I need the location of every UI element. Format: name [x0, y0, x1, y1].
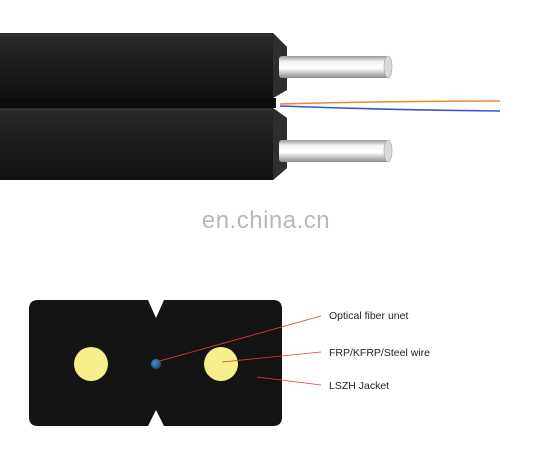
watermark-text: en.china.cn: [202, 207, 330, 234]
leader-strength: [221, 351, 322, 363]
leader-jacket: [256, 376, 322, 386]
upper-jacket: [0, 33, 287, 98]
leader-fiber: [155, 315, 322, 363]
leader-lines: [155, 315, 322, 386]
strength-member-left: [74, 347, 108, 381]
cable-cross-section: [29, 300, 282, 426]
cable-neck: [0, 98, 276, 108]
lower-jacket: [0, 108, 287, 180]
label-jacket: LSZH Jacket: [329, 380, 389, 392]
lower-strength-rod: [279, 140, 389, 162]
strength-member-right: [204, 347, 238, 381]
cable-side-view: [0, 33, 501, 180]
fiber-blue: [279, 105, 501, 112]
label-strength-member: FRP/KFRP/Steel wire: [329, 347, 430, 359]
upper-strength-rod: [279, 56, 389, 78]
fiber-core: [151, 359, 161, 369]
fiber-orange: [279, 100, 501, 105]
label-optical-fiber: Optical fiber unet: [329, 310, 408, 322]
